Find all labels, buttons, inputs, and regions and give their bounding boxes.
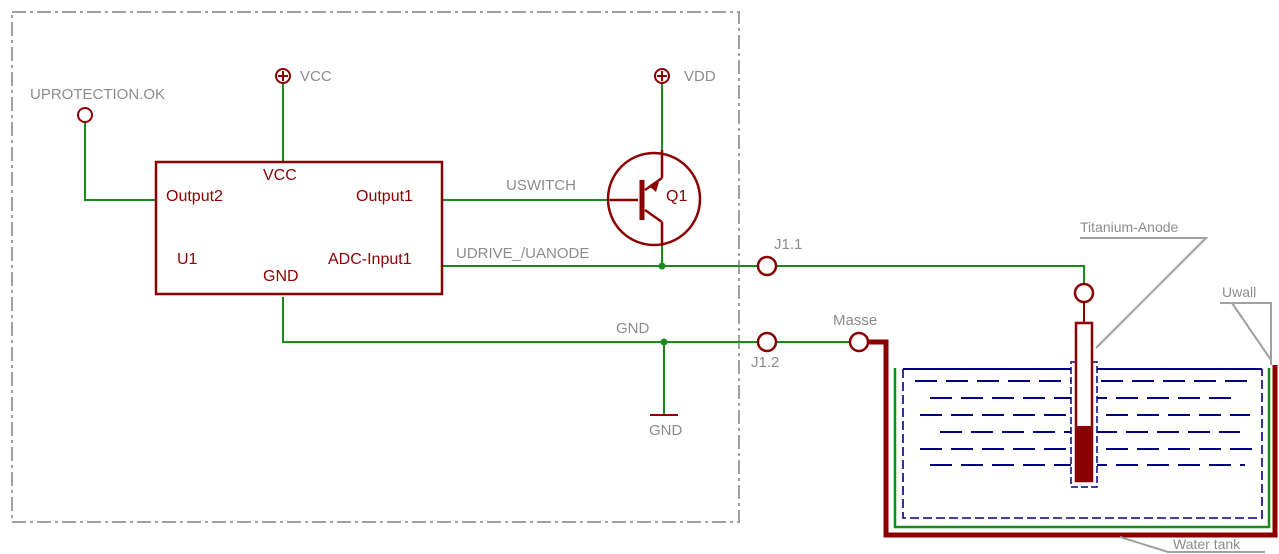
- u1-output1-pin: Output1: [356, 188, 413, 205]
- tank-liner: [893, 368, 1271, 529]
- tank-label: Water tank: [1173, 536, 1241, 552]
- u1-vcc-pin: VCC: [263, 167, 297, 184]
- vdd-supply-symbol: [654, 68, 670, 84]
- uwall-leader: [1220, 302, 1272, 365]
- net-gnd: GND: [616, 320, 650, 337]
- u1-adc-pin: ADC-Input1: [328, 251, 412, 268]
- j1-2-pad: [756, 331, 778, 353]
- masse-label: Masse: [833, 312, 877, 329]
- vcc-supply-symbol: [275, 68, 291, 84]
- uprotection-pad: [77, 107, 93, 123]
- u1-name: U1: [177, 251, 198, 268]
- vdd-label: VDD: [684, 68, 716, 85]
- wire-j1-1-to-anode: [777, 265, 1085, 284]
- uwall-leader-diag: [1231, 302, 1272, 361]
- vcc-label: VCC: [300, 68, 332, 85]
- tank-water-body: [902, 369, 1263, 519]
- junction-gnd: [660, 338, 668, 346]
- junction-udrive: [658, 262, 666, 270]
- anode-label: Titanium-Anode: [1080, 219, 1179, 235]
- tank-leader: [1119, 536, 1265, 553]
- transistor-q1: [606, 150, 702, 247]
- j1-1-label: J1.1: [774, 236, 802, 253]
- net-udrive: UDRIVE_/UANODE: [456, 245, 589, 262]
- u1-output2-pin: Output2: [166, 188, 223, 205]
- q1-label: Q1: [666, 188, 687, 205]
- titanium-anode: [1070, 282, 1098, 488]
- u1-gnd-pin: GND: [263, 268, 299, 285]
- masse-pad: [848, 331, 870, 353]
- wire-uprotection: [84, 122, 156, 201]
- net-uswitch: USWITCH: [506, 177, 576, 194]
- uprotection-label: UPROTECTION.OK: [30, 86, 165, 103]
- u1-block: [154, 160, 444, 296]
- j1-1-pad: [756, 255, 778, 277]
- ground-symbol-label: GND: [649, 422, 683, 439]
- wires: [84, 83, 1085, 415]
- wire-gnd-net: [282, 297, 757, 343]
- anode-leader: [1080, 237, 1209, 349]
- tank-outer-wall: [868, 339, 1278, 538]
- uwall-label: Uwall: [1222, 284, 1256, 300]
- j1-2-label: J1.2: [751, 354, 779, 371]
